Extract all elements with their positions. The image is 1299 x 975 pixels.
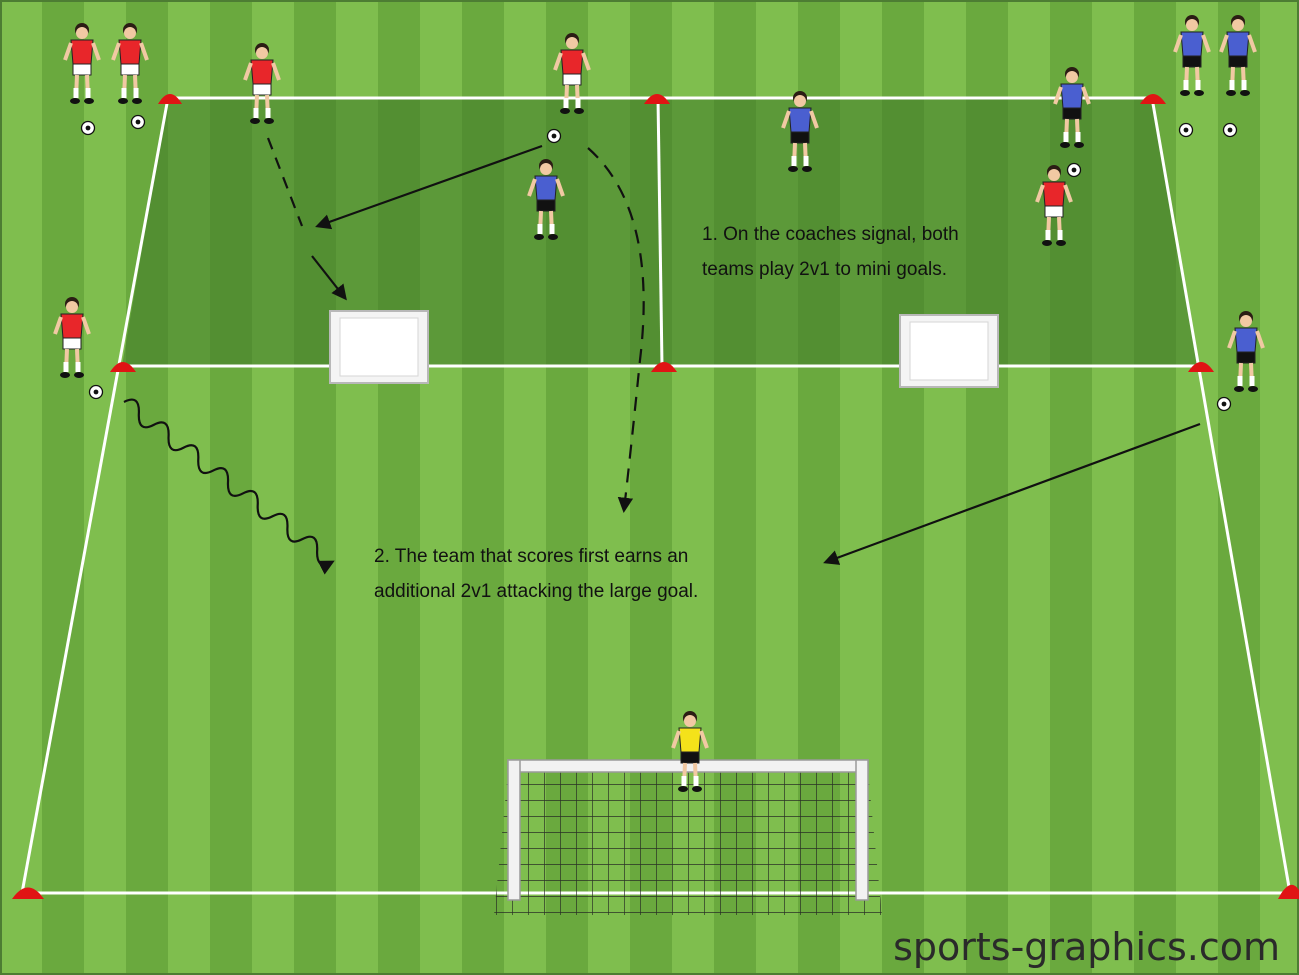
- red-player: [546, 33, 591, 144]
- run-to-goal-line: [587, 147, 645, 514]
- blue-player: [1053, 67, 1091, 178]
- run-line: [266, 137, 304, 227]
- red-player: [63, 23, 101, 136]
- restart-pass-arrow: [823, 422, 1201, 565]
- red-player: [243, 43, 281, 124]
- blue-player: [527, 159, 565, 240]
- mini-goal-left: [329, 310, 429, 384]
- players: [53, 15, 1265, 792]
- credit-watermark: sports-graphics.com: [893, 925, 1280, 969]
- blue-player: [1173, 15, 1211, 138]
- grass-stripe: [1218, 0, 1260, 975]
- goalkeeper: [671, 711, 709, 792]
- left-grid-zone: [122, 98, 660, 366]
- run-arrow: [311, 255, 347, 301]
- dribble-line: [123, 398, 335, 575]
- large-goal: [494, 759, 882, 915]
- blue-player: [781, 91, 819, 172]
- blue-player: [1216, 311, 1265, 412]
- instruction-step-2-line-2: additional 2v1 attacking the large goal.: [374, 581, 698, 602]
- red-player: [53, 297, 104, 400]
- cone-icon: [651, 362, 677, 372]
- instruction-step-1-line-1: 1. On the coaches signal, both: [702, 224, 959, 245]
- red-player: [111, 23, 149, 130]
- cone-icon: [1278, 884, 1299, 899]
- instruction-step-2-line-1: 2. The team that scores first earns an: [374, 546, 688, 567]
- red-player: [1035, 165, 1073, 246]
- cone-icon: [1140, 94, 1166, 104]
- cone-icon: [644, 94, 670, 104]
- grass-stripe: [42, 0, 84, 975]
- blue-player: [1219, 15, 1257, 138]
- cone-icon: [1188, 362, 1214, 372]
- cone-icon: [158, 94, 182, 104]
- pass-arrow: [315, 144, 543, 230]
- movement-lines: [123, 137, 1201, 575]
- cones: [12, 94, 1299, 899]
- cone-icon: [12, 887, 44, 899]
- cone-icon: [110, 362, 136, 372]
- mini-goal-right: [899, 314, 999, 388]
- instruction-step-1-line-2: teams play 2v1 to mini goals.: [702, 259, 947, 280]
